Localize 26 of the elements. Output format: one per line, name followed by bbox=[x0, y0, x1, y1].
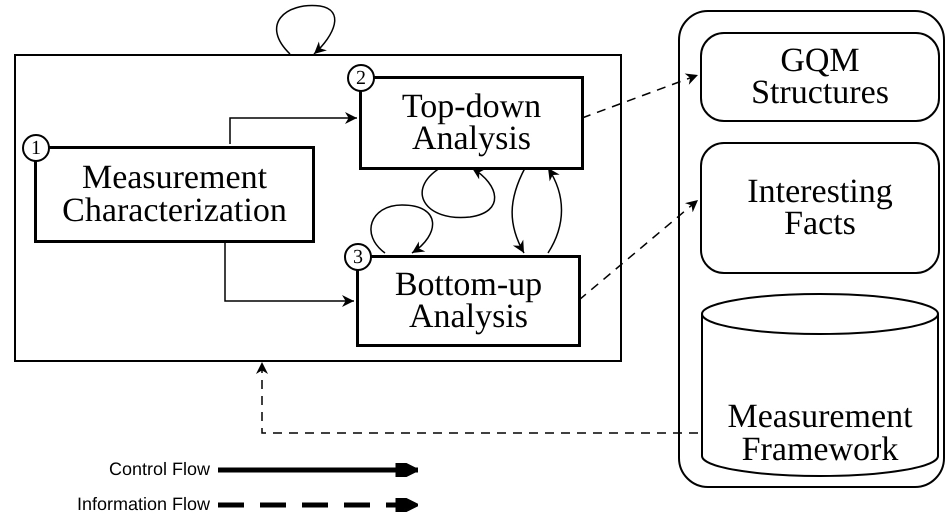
process-frame bbox=[14, 54, 622, 362]
dashed-arrow bbox=[582, 74, 698, 119]
step-number: 2 bbox=[347, 64, 375, 92]
rounded-box bbox=[700, 142, 940, 274]
node-label: Interesting Facts bbox=[746, 176, 894, 240]
arrow bbox=[511, 168, 526, 254]
database-cylinder bbox=[700, 292, 940, 478]
node-label: Measurement Framework bbox=[726, 401, 914, 466]
arrow bbox=[276, 4, 336, 55]
legend-label: Information Flow bbox=[76, 493, 210, 516]
arrow bbox=[422, 167, 496, 218]
node-label: Bottom-up Analysis bbox=[394, 268, 544, 334]
arrow bbox=[224, 241, 354, 307]
repository-panel bbox=[678, 10, 945, 488]
legend-label: Control Flow bbox=[108, 458, 210, 481]
arrow bbox=[547, 168, 562, 254]
dashed-arrow bbox=[256, 362, 698, 434]
step-number: 3 bbox=[344, 243, 372, 271]
arrow bbox=[370, 204, 434, 254]
node-label: Measurement Characterization bbox=[61, 162, 288, 227]
dashed-arrow bbox=[578, 199, 698, 301]
node-label: Top-down Analysis bbox=[400, 90, 542, 156]
rounded-box bbox=[700, 32, 940, 122]
arrow bbox=[229, 112, 357, 144]
step-number: 1 bbox=[22, 134, 50, 162]
node-label: GQM Structures bbox=[750, 44, 890, 110]
